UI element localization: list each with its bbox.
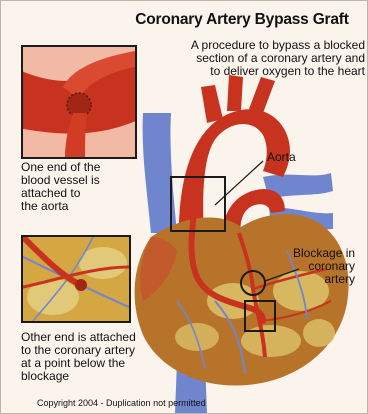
diagram-subtitle: A procedure to bypass a blocked section … [151, 39, 365, 78]
aorta-branch-2 [227, 75, 243, 111]
subtitle-line-3: to deliver oxygen to the heart [151, 65, 365, 78]
fat-patch-3 [241, 325, 301, 357]
label-inset-bottom: Other end is attached to the coronary ar… [21, 331, 136, 383]
diagram-title: Coronary Artery Bypass Graft [119, 11, 365, 29]
aorta-branch-3 [249, 77, 275, 113]
inset-aorta-attachment [21, 45, 137, 159]
label-inset-top: One end of the blood vessel is attached … [21, 161, 100, 213]
label-inset-bottom-line-4: blockage [21, 370, 136, 383]
label-blockage: Blockage in coronary artery [293, 247, 355, 286]
inset-aorta-illustration [23, 47, 135, 157]
aorta-branch-1 [201, 85, 223, 123]
fat-patch-5 [303, 319, 335, 347]
label-blockage-line-3: artery [293, 273, 355, 286]
copyright-notice: Copyright 2004 - Duplication not permitt… [37, 398, 206, 408]
inset-artery-illustration [23, 237, 129, 321]
fat-patch-4 [175, 323, 219, 351]
label-inset-top-line-4: the aorta [21, 200, 100, 213]
label-aorta: Aorta [267, 151, 296, 164]
inset-artery-attachment [21, 235, 131, 323]
